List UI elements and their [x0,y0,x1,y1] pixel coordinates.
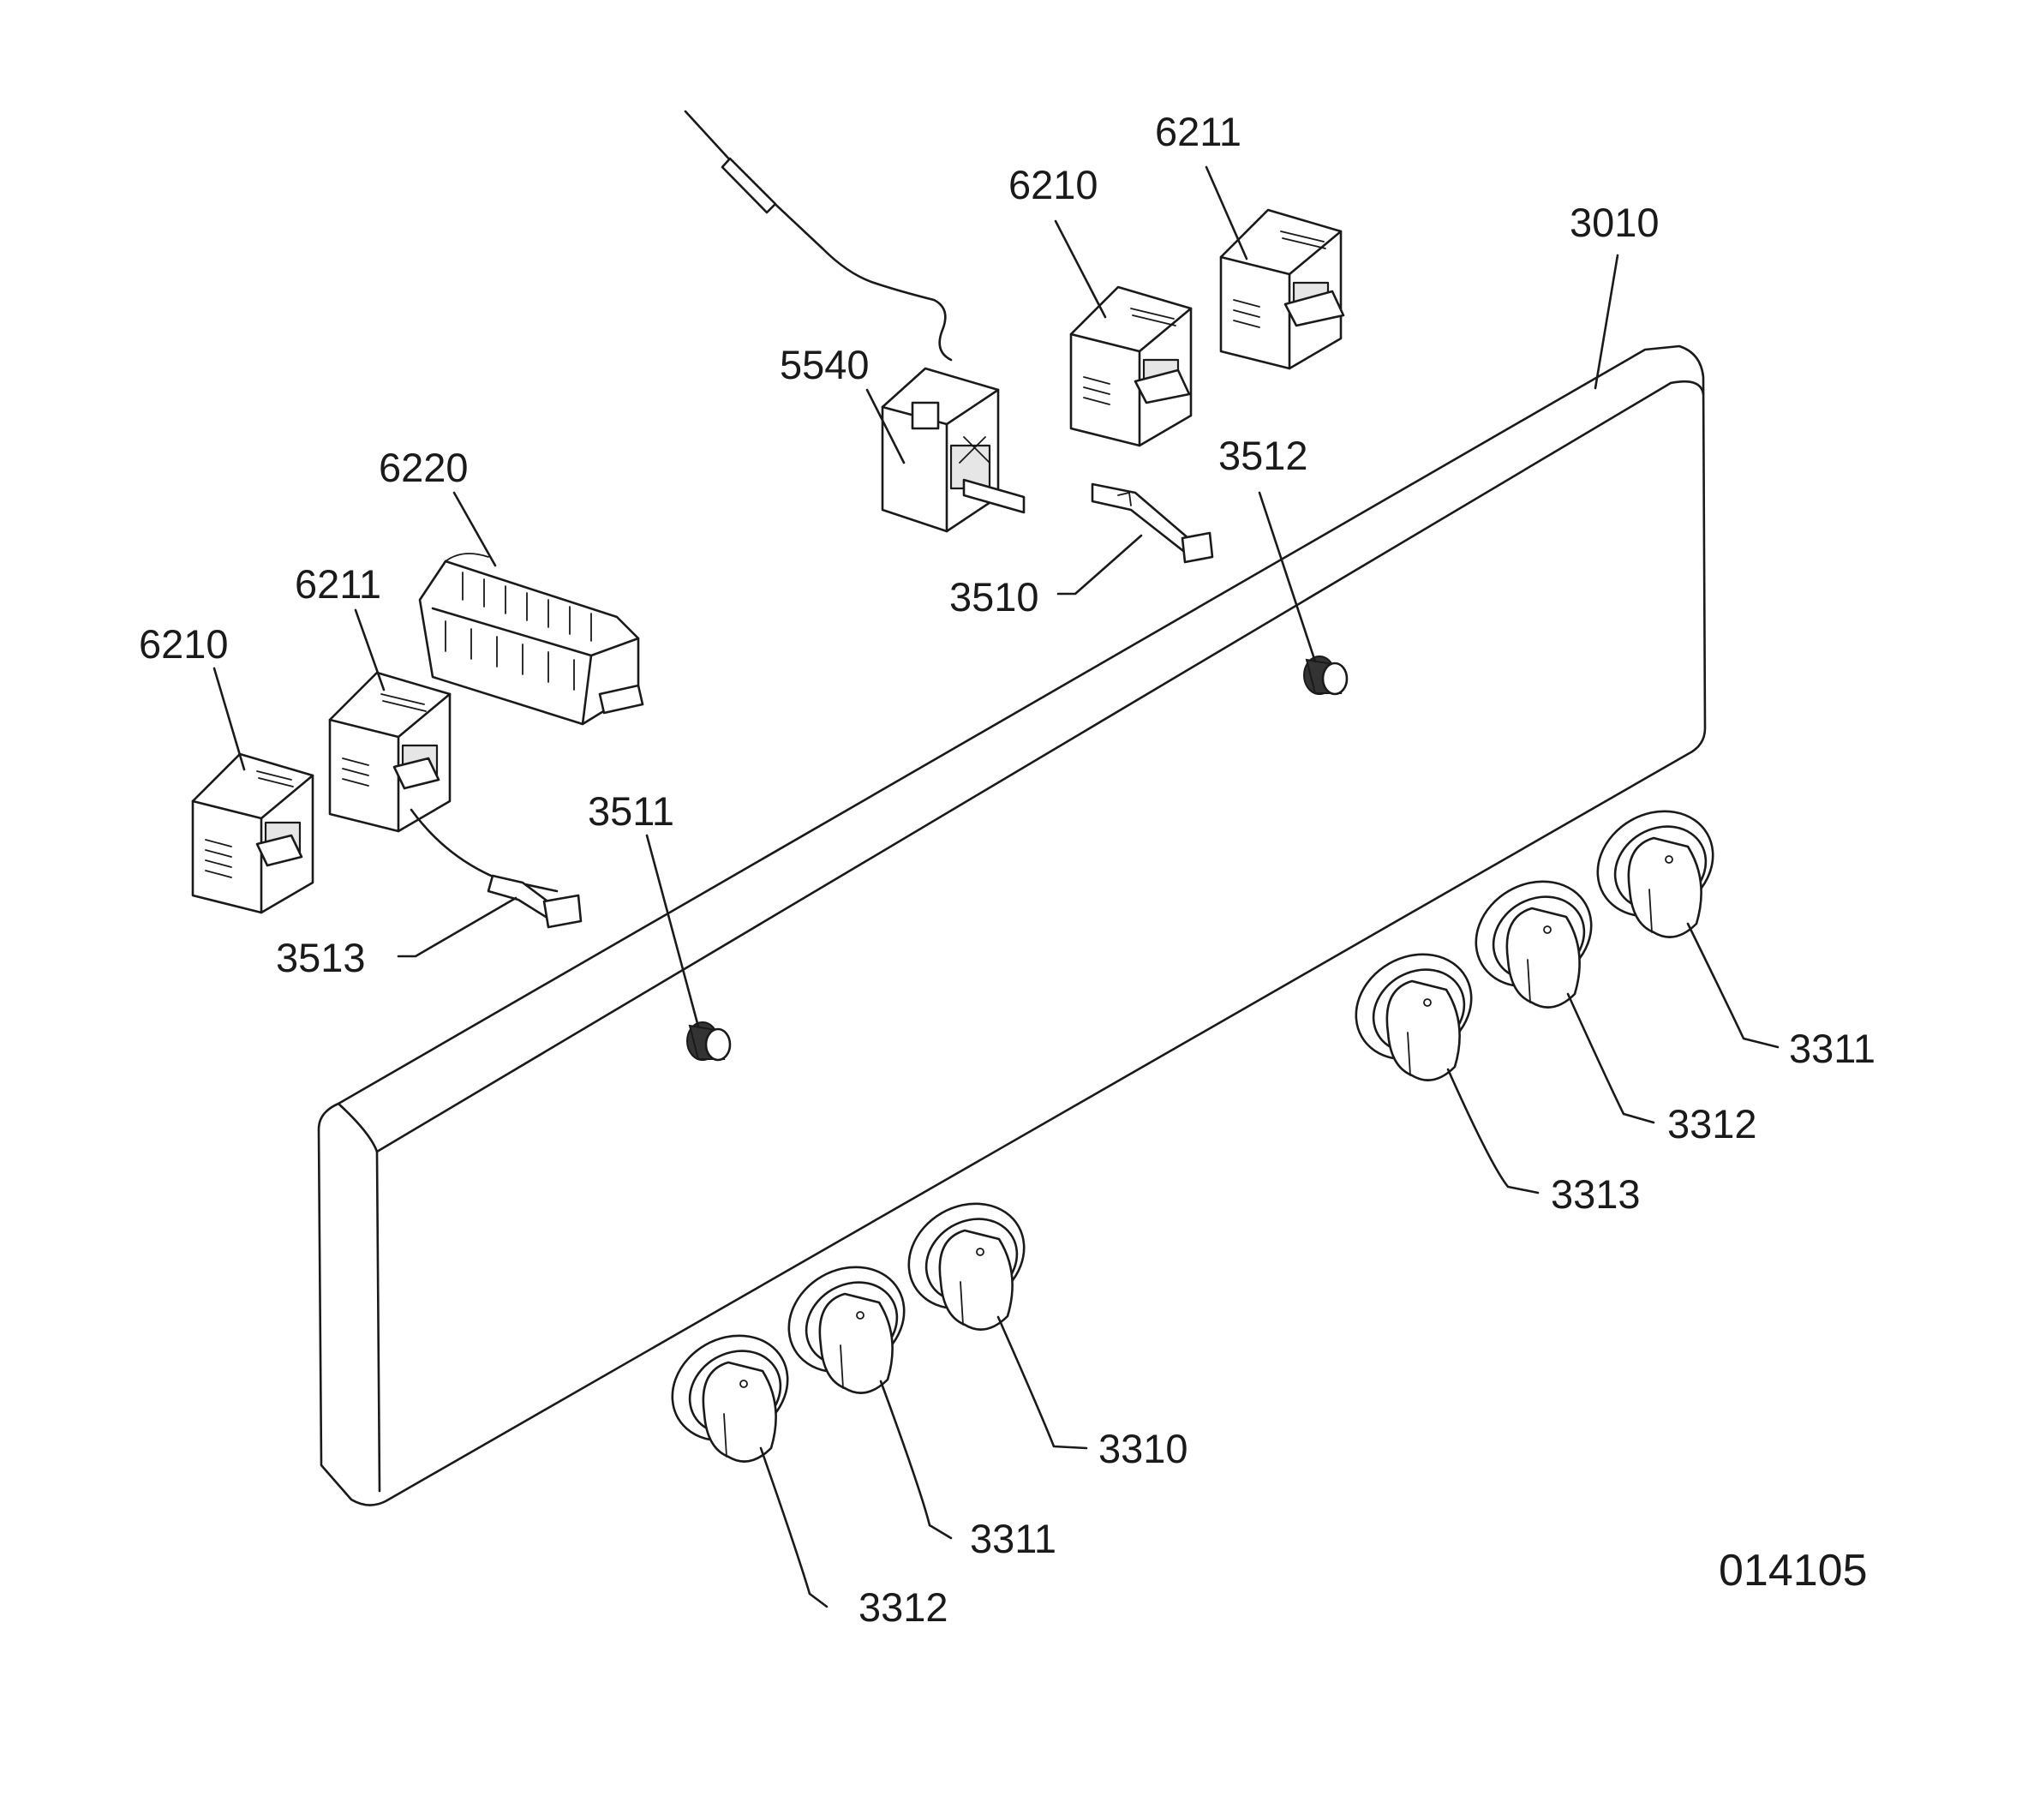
callout-thermostat: 5540 [780,342,870,387]
lamp-holder-3510 [1091,482,1214,564]
callout-knob-front-1: 3312 [858,1584,948,1630]
callout-regulator-right-front: 6210 [1008,162,1098,207]
selector-switch [418,553,644,726]
callout-regulator-left-front: 6210 [139,621,229,667]
thermostat [684,110,1026,533]
leader-lines [212,165,1780,1608]
regulator-right-rear [1219,208,1345,370]
callout-lamp-holder-left: 3513 [276,935,366,980]
callout-regulator-right-rear: 6211 [1155,109,1241,154]
indicator-lamp-3511 [686,1021,732,1062]
callout-regulator-left-rear: 6211 [295,561,381,607]
knob-rear-1 [1355,953,1473,1081]
knob-front-3 [907,1202,1026,1331]
lamp-holder-3513 [487,874,583,929]
callout-labels: 3010 3511 3512 3510 3513 5540 6220 6210 … [139,109,1875,1630]
callout-panel: 3010 [1570,200,1660,245]
knob-rear-2 [1475,880,1593,1009]
control-panel [317,344,1707,1506]
callout-selector-switch: 6220 [379,445,469,490]
regulator-left-front [191,752,314,914]
regulator-right-front [1069,285,1193,447]
knob-front-1 [671,1334,789,1463]
knob-front-2 [787,1266,906,1394]
callout-indicator-right: 3512 [1218,433,1308,478]
drawing-number: 014105 [1719,1546,1868,1595]
knobs [671,810,1714,1463]
callout-knob-front-3: 3310 [1098,1426,1188,1471]
knob-rear-3 [1596,810,1714,938]
callout-knob-rear-1: 3313 [1551,1171,1641,1217]
callout-knob-rear-3: 3311 [1789,1026,1875,1071]
callout-indicator-left: 3511 [588,788,674,834]
callout-lamp-holder-center: 3510 [949,574,1039,620]
callout-knob-front-2: 3311 [970,1516,1056,1561]
callout-knob-rear-2: 3312 [1667,1101,1757,1146]
indicator-lamp-3512 [1303,656,1349,696]
